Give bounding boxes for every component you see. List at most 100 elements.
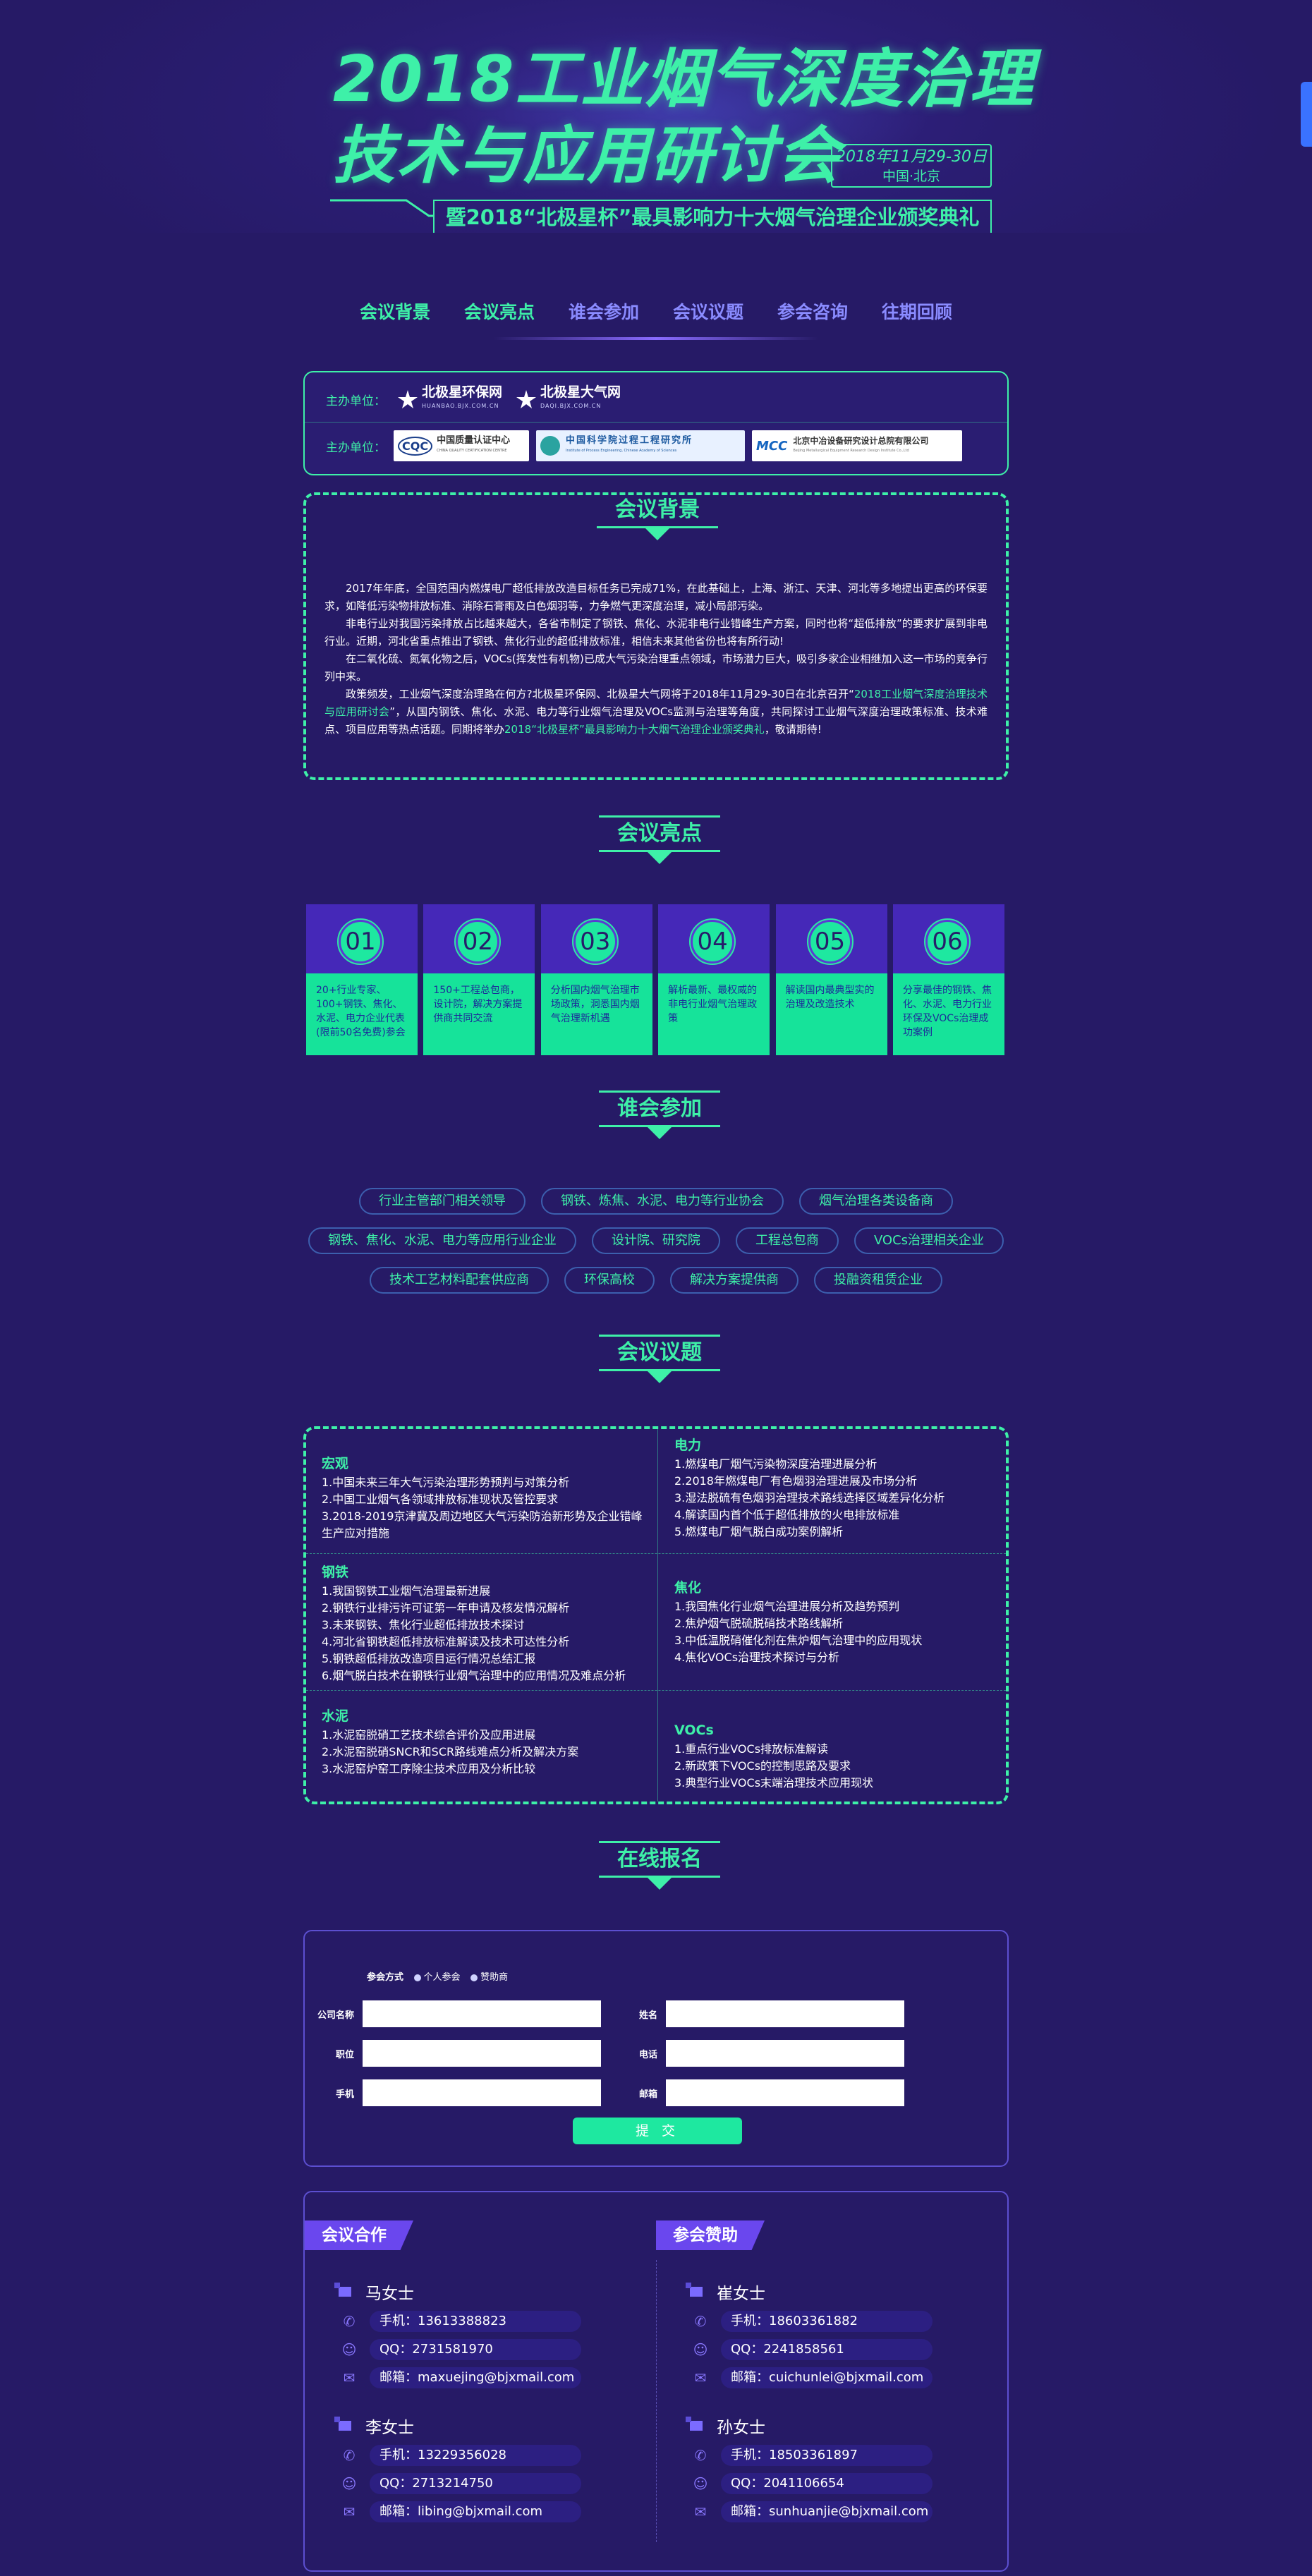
banner-location: 中国·北京 [882,169,941,184]
attendee-tag: 烟气治理各类设备商 [799,1188,953,1215]
nav-item-attendees[interactable]: 谁会参加 [568,302,639,322]
attendees-heading-text: 谁会参加 [617,1096,702,1121]
qq-icon: ☺ [693,2475,708,2492]
highlight-number: 06 [927,922,967,961]
name-input[interactable] [666,2000,904,2027]
banner-subtitle: 暨2018“北极星杯”最具影响力十大烟气治理企业颁奖典礼 [433,200,992,233]
contact-person: 马女士 ✆手机：13613388823 ☺QQ：2731581970 ✉邮箱：m… [334,2280,593,2388]
nav-item-history[interactable]: 往期回顾 [881,302,952,322]
nav-item-topics[interactable]: 会议议题 [672,302,743,322]
mail-icon: ✉ [694,2369,707,2386]
heading-notch-decoration [645,1369,674,1383]
background-p4-highlight-2: 2018“北极星杯”最具影响力十大烟气治理企业颁奖典礼 [504,723,765,736]
banner-date: 2018年11月29-30日 [836,148,987,166]
heading-underline [599,1876,720,1890]
background-heading-text: 会议背景 [615,497,700,522]
logo-bjx-huanbao-name: 北极星环保网 [422,384,503,400]
attendee-tag: VOCs治理相关企业 [854,1227,1004,1254]
contact-email: 邮箱：sunhuanjie@bjxmail.com [721,2501,933,2522]
topic-item: 1.重点行业VOCs排放标准解读 [674,1742,829,1756]
heading-overline [599,1841,720,1843]
attend-type-individual-label: 个人参会 [423,1972,461,1983]
contact-qq: QQ：2041106654 [721,2473,933,2494]
contact-name: 孙女士 [717,2419,765,2437]
heading-notch-decoration [645,1876,674,1890]
heading-underline [599,1369,720,1383]
topic-item: 2.水泥窑脱硝SNCR和SCR路线难点分析及解决方案 [322,1745,579,1758]
phone-row: 电话 [608,2040,904,2067]
highlight-text: 解读国内最典型实的治理及改造技术 [785,985,875,1010]
phone-icon: ✆ [343,2313,356,2330]
attend-type-sponsor[interactable]: 赞助商 [470,1972,508,1983]
topic-item: 1.我国钢铁工业烟气治理最新进展 [322,1584,491,1598]
topic-title: 钢铁 [322,1565,349,1580]
nav-item-highlights[interactable]: 会议亮点 [463,302,535,322]
qq-icon: ☺ [341,2475,357,2492]
email-input[interactable] [666,2079,904,2106]
attendees-heading: 谁会参加 [596,1090,723,1139]
mail-icon: ✉ [343,2503,356,2520]
position-input[interactable] [363,2040,601,2067]
polaris-star-icon [516,390,537,408]
heading-underline [599,850,720,864]
topic-item: 3.2018-2019京津冀及周边地区大气污染防治新形势及企业错峰生产应对措施 [322,1509,643,1540]
side-float-tab[interactable] [1301,82,1312,147]
background-text: 2017年年底，全国范围内燃煤电厂超低排放改造目标任务已完成71%，在此基础上，… [324,580,988,739]
attendee-tag: 环保高校 [564,1267,655,1294]
attendee-tags-row-1: 行业主管部门相关领导 钢铁、炼焦、水泥、电力等行业协会 烟气治理各类设备商 [0,1188,1312,1215]
submit-button[interactable]: 提 交 [573,2118,742,2144]
logo-cqc-name: 中国质量认证中心 [437,435,511,446]
background-paragraph-3: 在二氧化硫、氮氧化物之后，VOCs(挥发性有机物)已成大气污染治理重点领域，市场… [324,652,988,683]
heading-notch-decoration [645,1125,674,1139]
registration-heading-text: 在线报名 [617,1847,702,1871]
topics-row-divider [306,1690,1006,1691]
topic-item: 4.焦化VOCs治理技术探讨与分析 [674,1651,840,1664]
topic-item: 2.焦炉烟气脱硫脱硝技术路线解析 [674,1617,844,1630]
banner-glow [437,28,931,198]
nav-item-background[interactable]: 会议背景 [360,302,431,322]
attendee-tags-row-2: 钢铁、焦化、水泥、电力等应用行业企业 设计院、研究院 工程总包商 VOCs治理相… [0,1227,1312,1254]
attendee-tag: 钢铁、炼焦、水泥、电力等行业协会 [541,1188,784,1215]
ipe-emblem-icon [540,436,560,456]
host-label: 主办单位： [326,394,386,408]
registration-heading: 在线报名 [596,1841,723,1890]
mobile-row: 手机 [305,2079,601,2106]
topic-item: 6.烟气脱白技术在钢铁行业烟气治理中的应用情况及难点分析 [322,1669,626,1682]
attend-type-individual[interactable]: 个人参会 [413,1972,461,1983]
topic-item: 2.钢铁行业排污许可证第一年申请及核发情况解析 [322,1601,570,1615]
banner-date-box: 2018年11月29-30日 中国·北京 [831,144,992,188]
coop-tag: 会议合作 [305,2220,413,2250]
contact-qq: QQ：2731581970 [370,2339,581,2360]
contact-mobile: 手机：18603361882 [721,2311,933,2332]
topic-item: 3.典型行业VOCs末端治理技术应用现状 [674,1776,874,1790]
company-row: 公司名称 [305,2000,601,2027]
highlights-heading-text: 会议亮点 [617,821,702,846]
topic-cell-steel: 钢铁 1.我国钢铁工业烟气治理最新进展 2.钢铁行业排污许可证第一年申请及核发情… [322,1563,646,1684]
contact-email: 邮箱：maxuejing@bjxmail.com [370,2367,581,2388]
mobile-input[interactable] [363,2079,601,2106]
mobile-label: 手机 [335,2089,354,2100]
phone-input[interactable] [666,2040,904,2067]
topics-box: 宏观 1.中国未来三年大气污染治理形势预判与对策分析 2.中国工业烟气各领域排放… [303,1426,1009,1804]
topic-cell-macro: 宏观 1.中国未来三年大气污染治理形势预判与对策分析 2.中国工业烟气各领域排放… [322,1454,646,1542]
highlight-number: 03 [575,922,615,961]
topic-item: 3.未来钢铁、焦化行业超低排放技术探讨 [322,1618,525,1632]
nav-item-consult[interactable]: 参会咨询 [777,302,848,322]
person-icon [334,2283,351,2297]
background-box [303,492,1009,780]
contact-email: 邮箱：cuichunlei@bjxmail.com [721,2367,933,2388]
highlight-number: 05 [810,922,850,961]
topics-vertical-divider [657,1429,658,1802]
attendee-tag: 工程总包商 [735,1227,839,1254]
topic-item: 2.中国工业烟气各领域排放标准现状及管控要求 [322,1493,559,1506]
position-row: 职位 [305,2040,601,2067]
company-input[interactable] [363,2000,601,2027]
